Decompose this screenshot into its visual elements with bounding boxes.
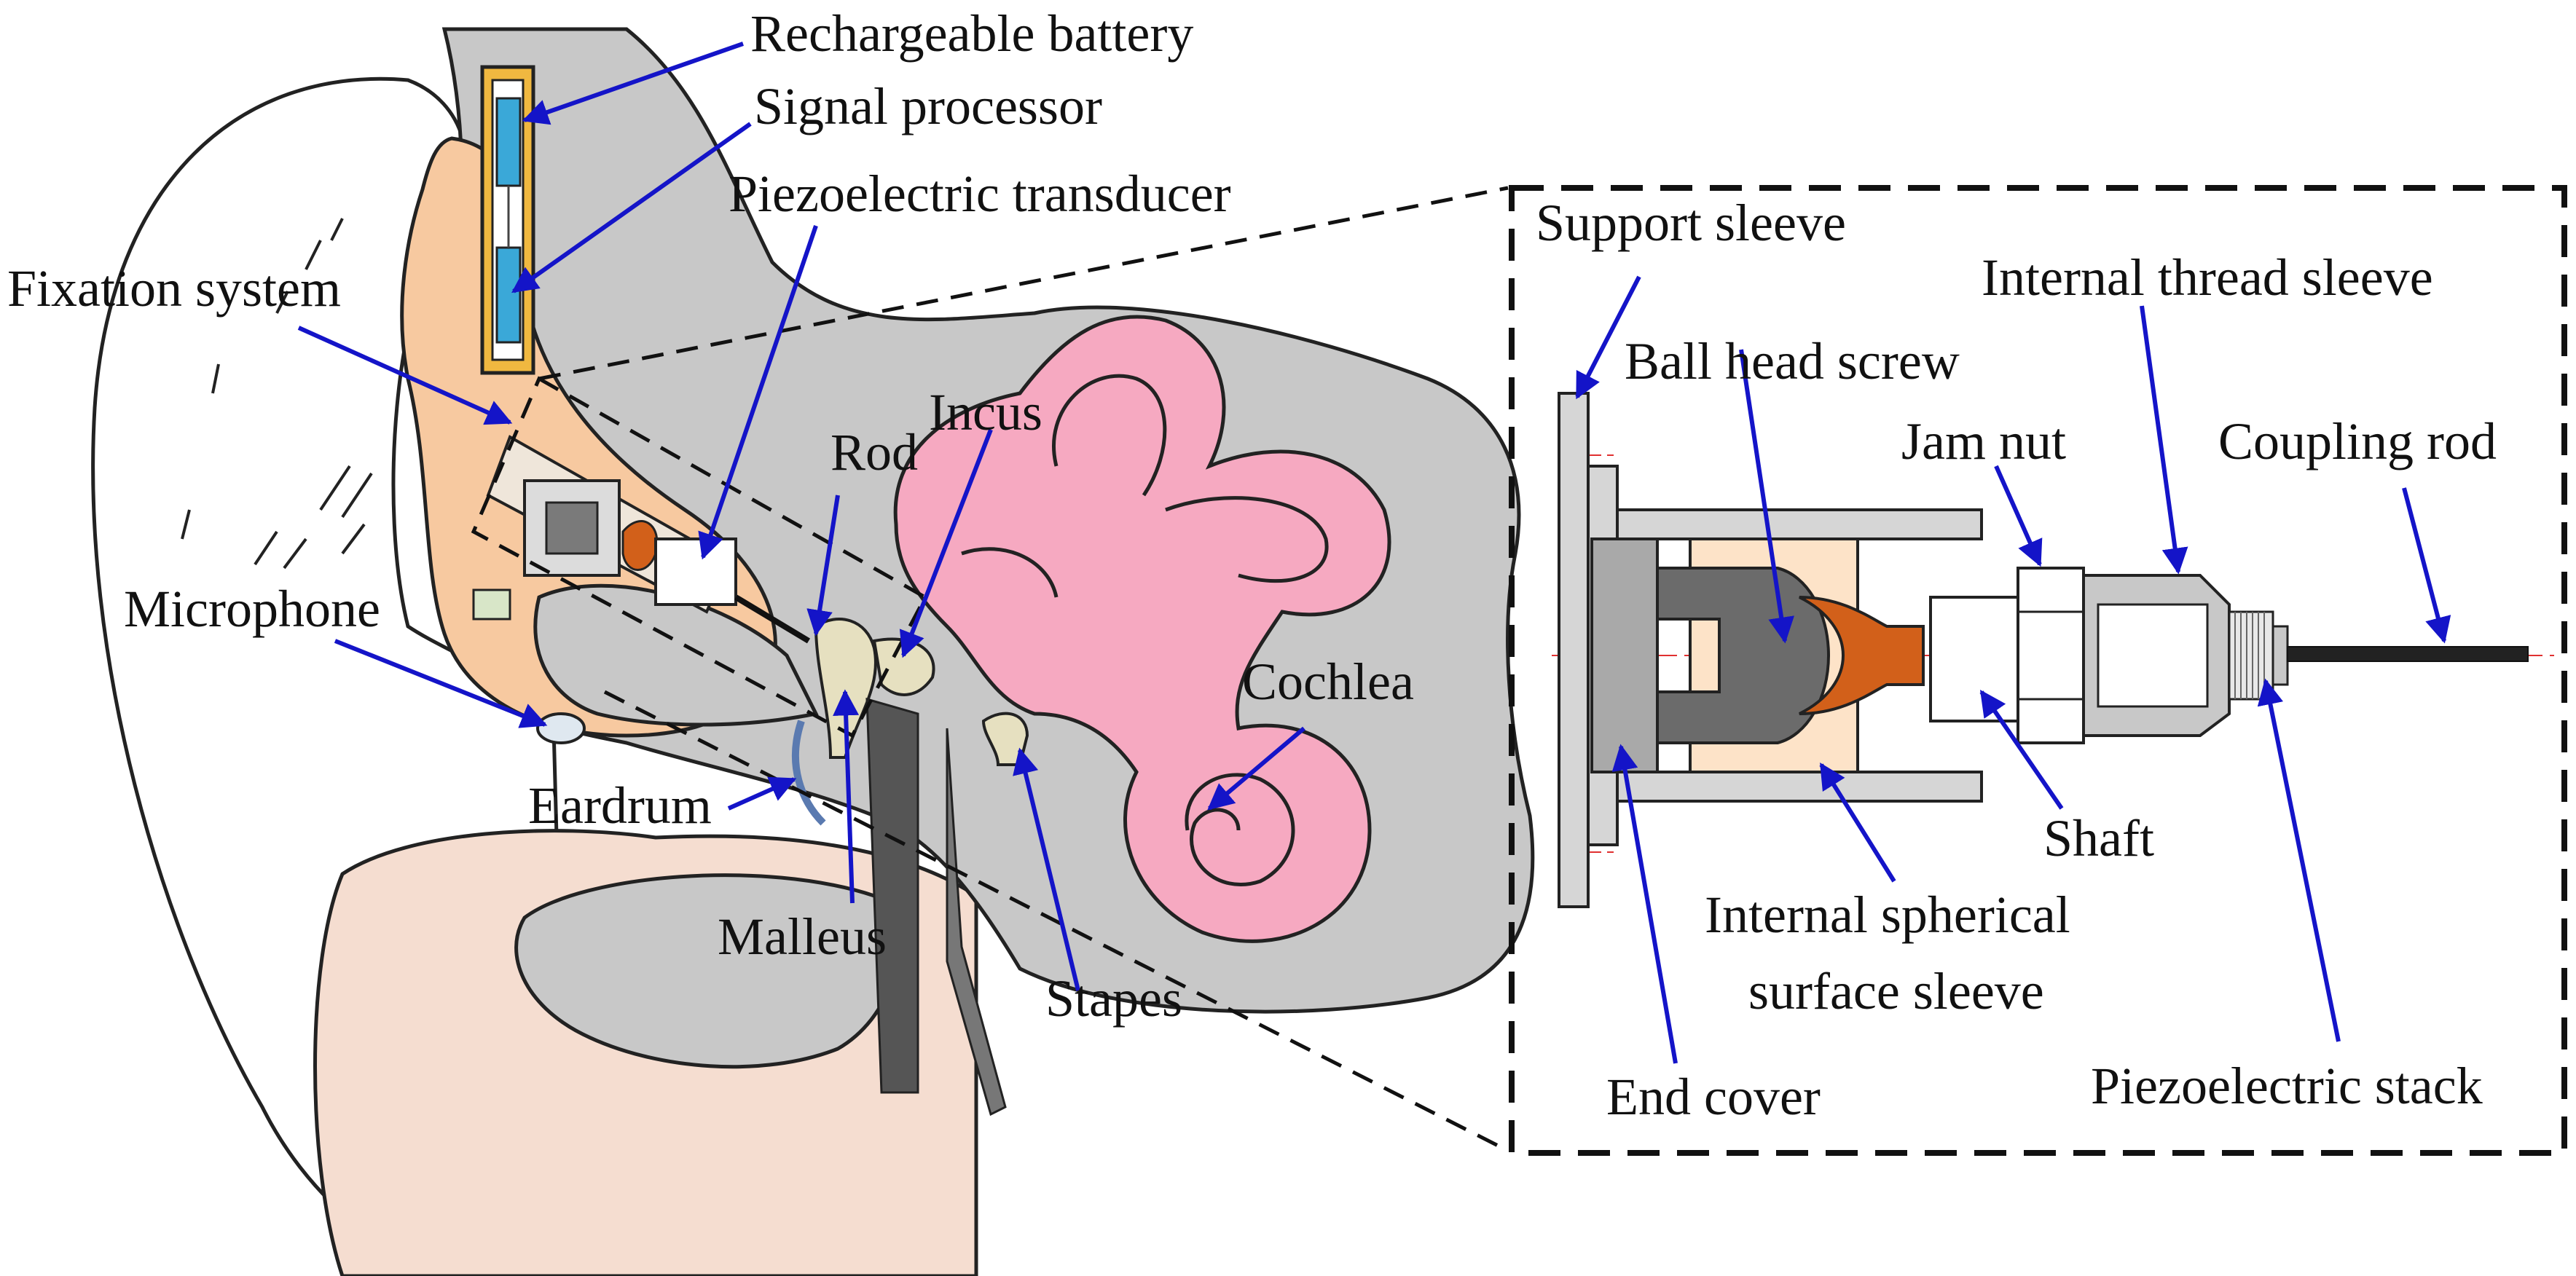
- label-internal-thread-sleeve: Internal thread sleeve: [1982, 248, 2433, 307]
- label-internal-spherical-2: surface sleeve: [1748, 962, 2044, 1020]
- label-incus: Incus: [929, 383, 1042, 441]
- label-rechargeable-battery: Rechargeable battery: [750, 4, 1193, 63]
- label-shaft: Shaft: [2043, 809, 2154, 867]
- label-piezoelectric-stack: Piezoelectric stack: [2091, 1057, 2483, 1115]
- label-ball-head-screw: Ball head screw: [1625, 332, 1960, 390]
- ear-canal: [533, 583, 819, 727]
- label-end-cover: End cover: [1606, 1068, 1821, 1126]
- label-eardrum: Eardrum: [528, 776, 712, 835]
- label-internal-spherical-1: Internal spherical: [1705, 886, 2070, 944]
- zoom-guides: [471, 186, 1509, 1153]
- label-rod: Rod: [830, 423, 918, 481]
- inset-frame: [1509, 185, 2567, 1156]
- label-piezoelectric-transducer: Piezoelectric transducer: [729, 165, 1231, 223]
- auricle-hatch: [181, 218, 373, 570]
- label-microphone: Microphone: [124, 580, 380, 638]
- battery-housing: [480, 65, 535, 375]
- cochlea-structure: [893, 315, 1391, 943]
- pointer-arrows: [297, 42, 2451, 1064]
- lower-bone: [514, 873, 898, 1069]
- label-coupling-rod: Coupling rod: [2218, 412, 2497, 470]
- label-stapes: Stapes: [1045, 969, 1182, 1028]
- label-malleus: Malleus: [718, 907, 887, 966]
- label-fixation-system: Fixation system: [7, 259, 341, 318]
- transducer-assembly: [472, 435, 811, 644]
- label-jam-nut: Jam nut: [1901, 412, 2066, 470]
- label-cochlea: Cochlea: [1242, 653, 1414, 711]
- microphone-part: [536, 712, 586, 744]
- label-signal-processor: Signal processor: [754, 77, 1102, 135]
- label-support-sleeve: Support sleeve: [1536, 194, 1846, 252]
